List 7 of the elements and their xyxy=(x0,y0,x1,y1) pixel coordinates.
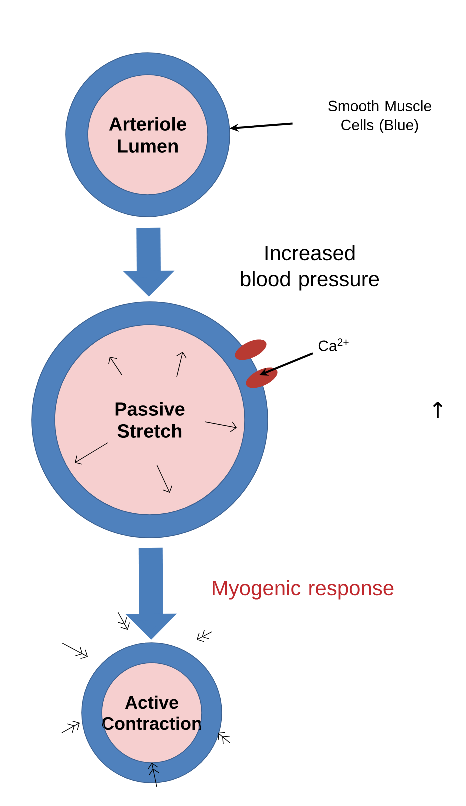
annotation-text: Ca$^{2+}$ xyxy=(318,338,349,352)
edge-label: Increased blood pressure xyxy=(241,245,380,291)
edge-label: Myogenic response xyxy=(213,580,394,600)
vessel-cross-section: Arteriole Lumen xyxy=(66,52,230,218)
annotation-text: Smooth Muscle Cells (Blue) xyxy=(328,100,432,134)
arrow-symbol: ↑ xyxy=(433,402,443,418)
vessel-cross-section: Passive Stretch xyxy=(32,302,268,538)
